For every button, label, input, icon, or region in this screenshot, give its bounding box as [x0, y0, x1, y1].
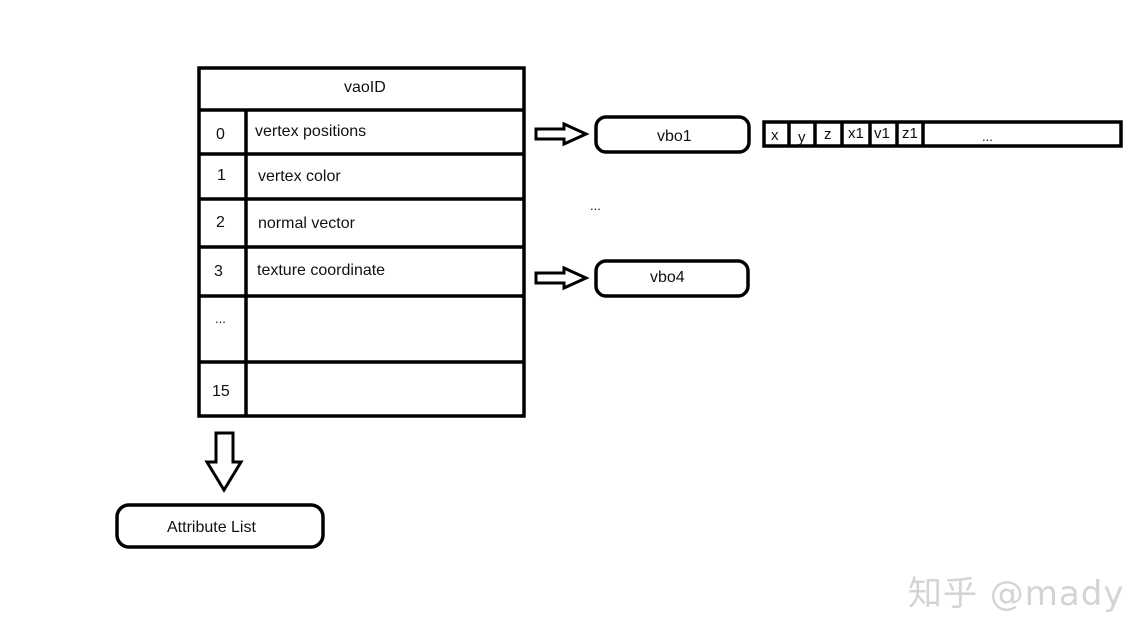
vbo1-label: vbo1: [657, 128, 692, 145]
vao-row-label: normal vector: [258, 215, 355, 232]
vao-row-label: texture coordinate: [257, 262, 386, 279]
buffer-cell: z1: [902, 125, 918, 142]
vao-row-index: 1: [217, 167, 226, 184]
arrow-right-icon: [534, 265, 590, 291]
buffer-cell: z: [824, 126, 832, 143]
vao-row-index: ...: [215, 311, 226, 326]
vbo4-box: [594, 259, 750, 298]
attribute-list-box: [115, 503, 325, 549]
vbo-ellipsis: ...: [590, 198, 601, 213]
buffer-cell: v1: [874, 125, 890, 142]
vao-title: vaoID: [344, 79, 386, 96]
buffer-cell: y: [798, 129, 806, 146]
vao-table-frame: [197, 66, 526, 418]
buffer-cell: x: [771, 127, 779, 144]
vao-row-label: vertex color: [258, 168, 341, 185]
vao-row-index: 2: [216, 214, 225, 231]
vbo1-box: [594, 115, 751, 154]
buffer-strip: [762, 120, 1123, 148]
arrow-down-icon: [204, 431, 244, 493]
vao-row-index: 0: [216, 126, 225, 143]
vbo4-label: vbo4: [650, 269, 685, 286]
vao-row-label: vertex positions: [255, 123, 367, 140]
attribute-list-label: Attribute List: [167, 519, 256, 536]
arrow-right-icon: [534, 121, 590, 147]
vao-row-index: 15: [212, 383, 230, 400]
vao-row-index: 3: [214, 263, 223, 280]
buffer-cell: x1: [848, 125, 864, 142]
buffer-ellipsis: ...: [982, 129, 993, 144]
watermark: 知乎 @mady: [908, 574, 1125, 614]
